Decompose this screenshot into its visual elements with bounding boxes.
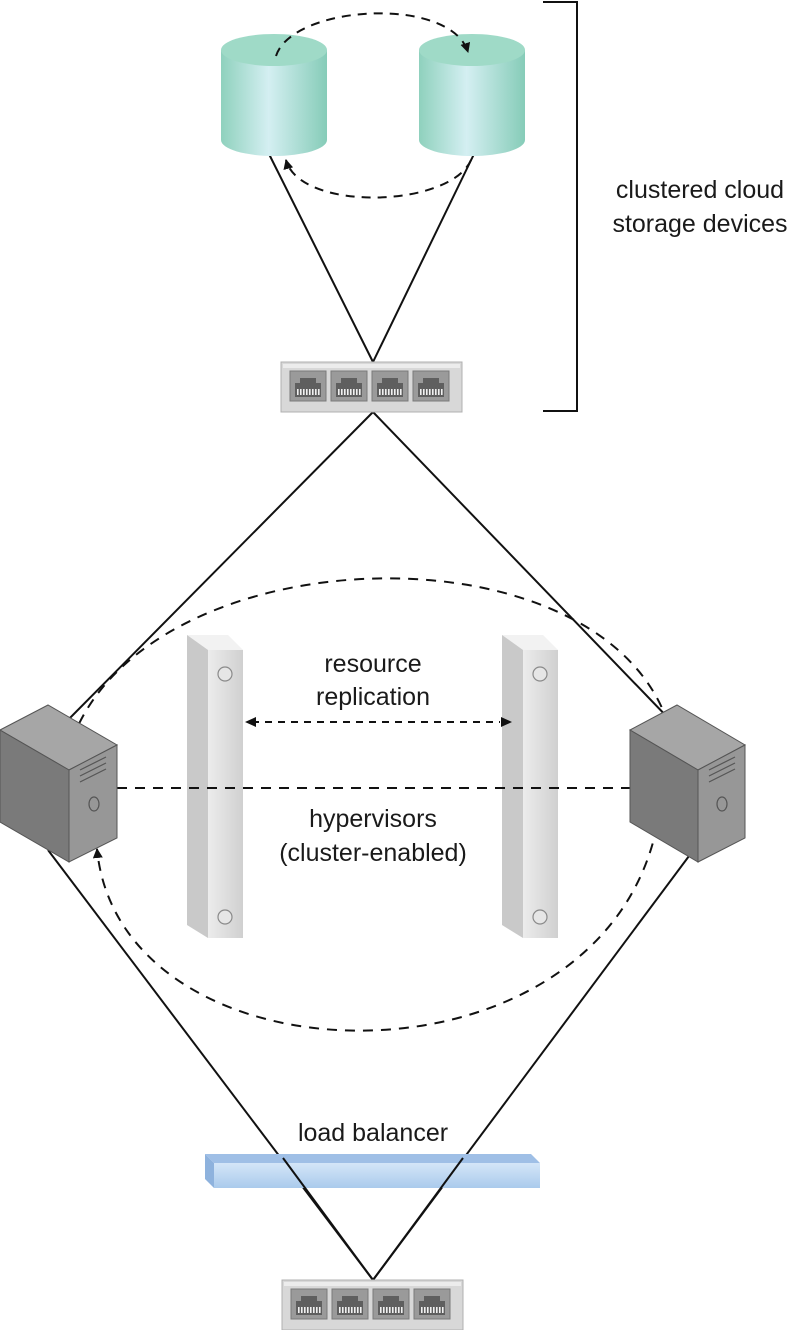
hypervisors-label-line2: (cluster-enabled) — [279, 839, 467, 867]
hypervisor-left — [187, 635, 243, 938]
server-left — [0, 704, 119, 863]
ethernet-port — [330, 370, 368, 402]
server-right — [628, 704, 747, 863]
network-switch-top — [280, 361, 463, 413]
storage-links — [267, 151, 476, 363]
ethernet-port — [371, 370, 409, 402]
ethernet-port — [413, 1288, 451, 1320]
hypervisor-right — [502, 635, 558, 938]
migration-arcs — [71, 577, 675, 1032]
storage-label-line1: clustered cloud — [616, 176, 784, 204]
storage-device-right — [419, 34, 525, 156]
storage-bracket — [543, 1, 578, 412]
load-balancer-links — [282, 1157, 464, 1281]
load-balancer-label: load balancer — [298, 1119, 448, 1147]
replication-arrowhead-right — [501, 717, 512, 727]
load-balancer — [205, 1154, 540, 1188]
ethernet-port — [289, 370, 327, 402]
storage-label-line2: storage devices — [612, 210, 787, 238]
ethernet-port — [290, 1288, 328, 1320]
network-switch-bottom — [281, 1279, 464, 1331]
replication-arrowhead-left — [245, 717, 256, 727]
replication-label-line2: replication — [316, 683, 430, 711]
hypervisors-label-line1: hypervisors — [309, 805, 437, 833]
ethernet-port — [372, 1288, 410, 1320]
ethernet-port — [412, 370, 450, 402]
storage-device-left — [221, 34, 327, 156]
ethernet-port — [331, 1288, 369, 1320]
replication-label-line1: resource — [324, 650, 421, 678]
storage-replication-loop — [275, 12, 472, 199]
